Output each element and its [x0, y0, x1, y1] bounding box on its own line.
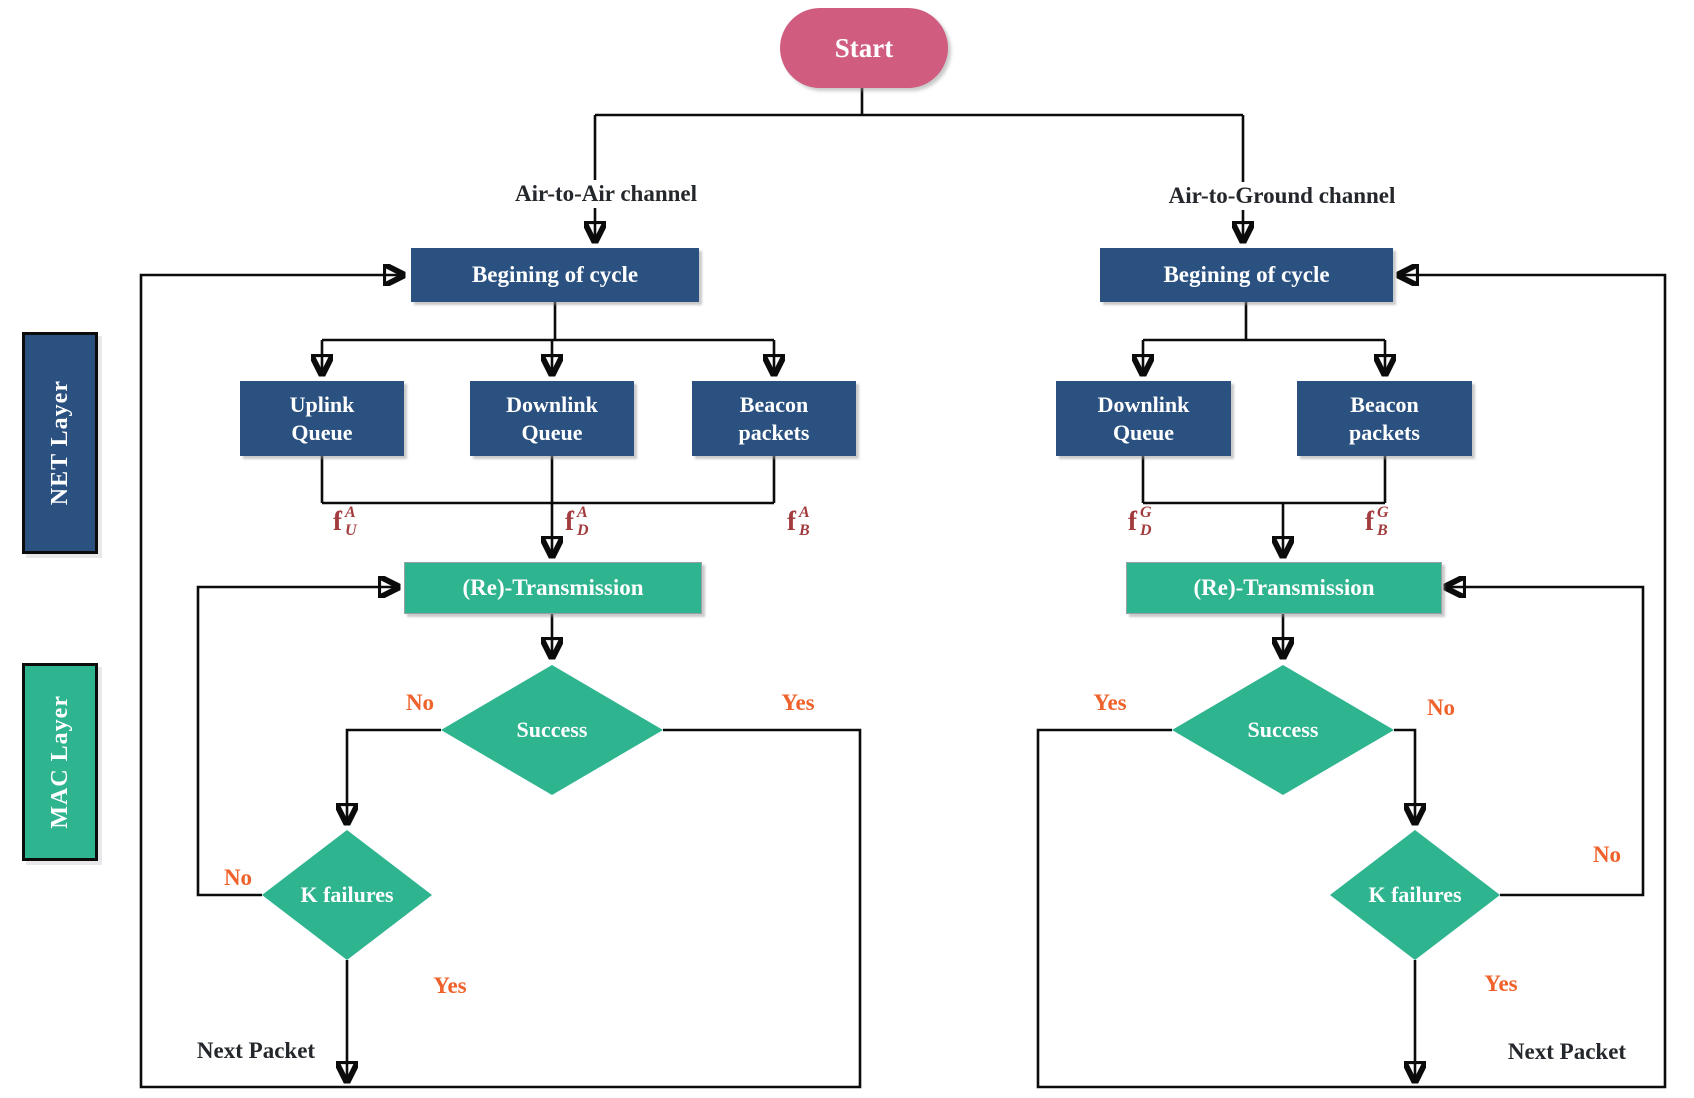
- right-success-yes-label: Yes: [1093, 690, 1127, 715]
- right-beacon-line1: Beacon: [1350, 392, 1419, 417]
- right-downlink-queue-label: Downlink Queue: [1098, 391, 1190, 446]
- edge-left-success-no: [347, 728, 441, 822]
- flow-label-fDA: f A D: [565, 503, 589, 540]
- left-uplink-queue-node: Uplink Queue: [240, 381, 404, 456]
- left-downlink-line1: Downlink: [506, 392, 598, 417]
- fDG-stack: G D: [1140, 504, 1152, 541]
- fUA-stack: A U: [345, 504, 357, 541]
- flow-label-fBA: f A B: [787, 503, 810, 540]
- fBG-sup: G: [1377, 504, 1389, 521]
- right-success-label: Success: [1247, 717, 1319, 742]
- right-downlink-line1: Downlink: [1097, 392, 1190, 417]
- left-kfail-no-label: No: [223, 865, 253, 890]
- left-uplink-queue-label: Uplink Queue: [290, 391, 355, 446]
- left-begin-cycle-label: Begining of cycle: [471, 262, 639, 287]
- right-downlink-line2: Queue: [1112, 419, 1175, 445]
- fDA-sup: A: [577, 504, 588, 521]
- left-next-packet-label: Next Packet: [196, 1038, 316, 1063]
- fDG-base: f: [1128, 505, 1137, 536]
- net-layer-label: NET Layer: [22, 332, 98, 554]
- right-transmission-label: (Re)-Transmission: [1193, 575, 1375, 600]
- fBG-stack: G B: [1377, 504, 1389, 541]
- left-success-yes-label: Yes: [781, 690, 815, 715]
- mac-layer-label: MAC Layer: [22, 663, 98, 861]
- net-layer-text: NET Layer: [46, 380, 73, 506]
- left-beacon-packets-node: Beacon packets: [692, 381, 856, 456]
- flow-label-fUA: f A U: [333, 503, 357, 540]
- right-success-no-label: No: [1426, 695, 1456, 720]
- right-begin-cycle-node: Begining of cycle: [1100, 248, 1393, 302]
- fBG-base: f: [1365, 505, 1374, 536]
- right-beacon-packets-label: Beacon packets: [1349, 391, 1420, 446]
- right-beacon-packets-node: Beacon packets: [1297, 381, 1472, 456]
- left-kfailures-label: K failures: [300, 882, 394, 907]
- left-downlink-queue-label: Downlink Queue: [506, 391, 598, 446]
- start-node: Start: [780, 8, 948, 88]
- fDG-sup: G: [1140, 504, 1152, 521]
- left-transmission-label: (Re)-Transmission: [462, 575, 644, 600]
- fBG-sub: B: [1377, 522, 1388, 540]
- right-kfailures-label: K failures: [1368, 882, 1462, 907]
- edge-left-success-yes-loop: [139, 275, 862, 1089]
- left-downlink-line2: Queue: [521, 419, 583, 445]
- right-begin-cycle-label: Begining of cycle: [1163, 262, 1330, 287]
- left-success-no-label: No: [405, 690, 435, 715]
- fUA-sup: A: [345, 504, 356, 521]
- edge-right-kfail-no-loop: [1447, 587, 1645, 897]
- fUA-base: f: [333, 505, 342, 536]
- left-uplink-line1: Uplink: [289, 392, 355, 417]
- right-downlink-queue-node: Downlink Queue: [1056, 381, 1231, 456]
- flow-label-fBG: f G B: [1365, 503, 1389, 540]
- right-next-packet-label: Next Packet: [1507, 1039, 1627, 1064]
- right-beacon-line2: packets: [1349, 419, 1420, 445]
- right-kfail-yes-label: Yes: [1484, 971, 1518, 996]
- edge-right-success-yes-loop: [1036, 275, 1667, 1089]
- right-transmission-node: (Re)-Transmission: [1126, 562, 1442, 614]
- flow-label-fDG: f G D: [1128, 503, 1152, 540]
- fDG-sub: D: [1140, 522, 1152, 540]
- air-to-air-channel-label: Air-to-Air channel: [506, 180, 706, 208]
- start-label: Start: [834, 32, 894, 63]
- left-transmission-node: (Re)-Transmission: [404, 562, 702, 614]
- left-uplink-line2: Queue: [291, 419, 353, 445]
- air-to-ground-channel-label: Air-to-Ground channel: [1160, 182, 1404, 210]
- edge-right-success-no: [1394, 728, 1415, 822]
- fBA-sup: A: [799, 504, 810, 521]
- fDA-sub: D: [577, 522, 589, 540]
- left-beacon-line2: packets: [738, 419, 810, 445]
- fDA-stack: A D: [577, 504, 589, 541]
- fDA-base: f: [565, 505, 574, 536]
- fBA-sub: B: [799, 522, 810, 540]
- fUA-sub: U: [345, 522, 357, 540]
- fBA-base: f: [787, 505, 796, 536]
- left-kfail-yes-label: Yes: [433, 973, 467, 998]
- left-beacon-packets-label: Beacon packets: [739, 391, 810, 446]
- fBA-stack: A B: [799, 504, 810, 541]
- right-kfail-no-label: No: [1592, 842, 1622, 867]
- left-beacon-line1: Beacon: [739, 392, 809, 417]
- mac-layer-text: MAC Layer: [46, 695, 73, 829]
- left-success-label: Success: [516, 717, 588, 742]
- left-begin-cycle-node: Begining of cycle: [411, 248, 699, 302]
- edge-left-kfail-no-loop: [196, 587, 397, 897]
- left-downlink-queue-node: Downlink Queue: [470, 381, 634, 456]
